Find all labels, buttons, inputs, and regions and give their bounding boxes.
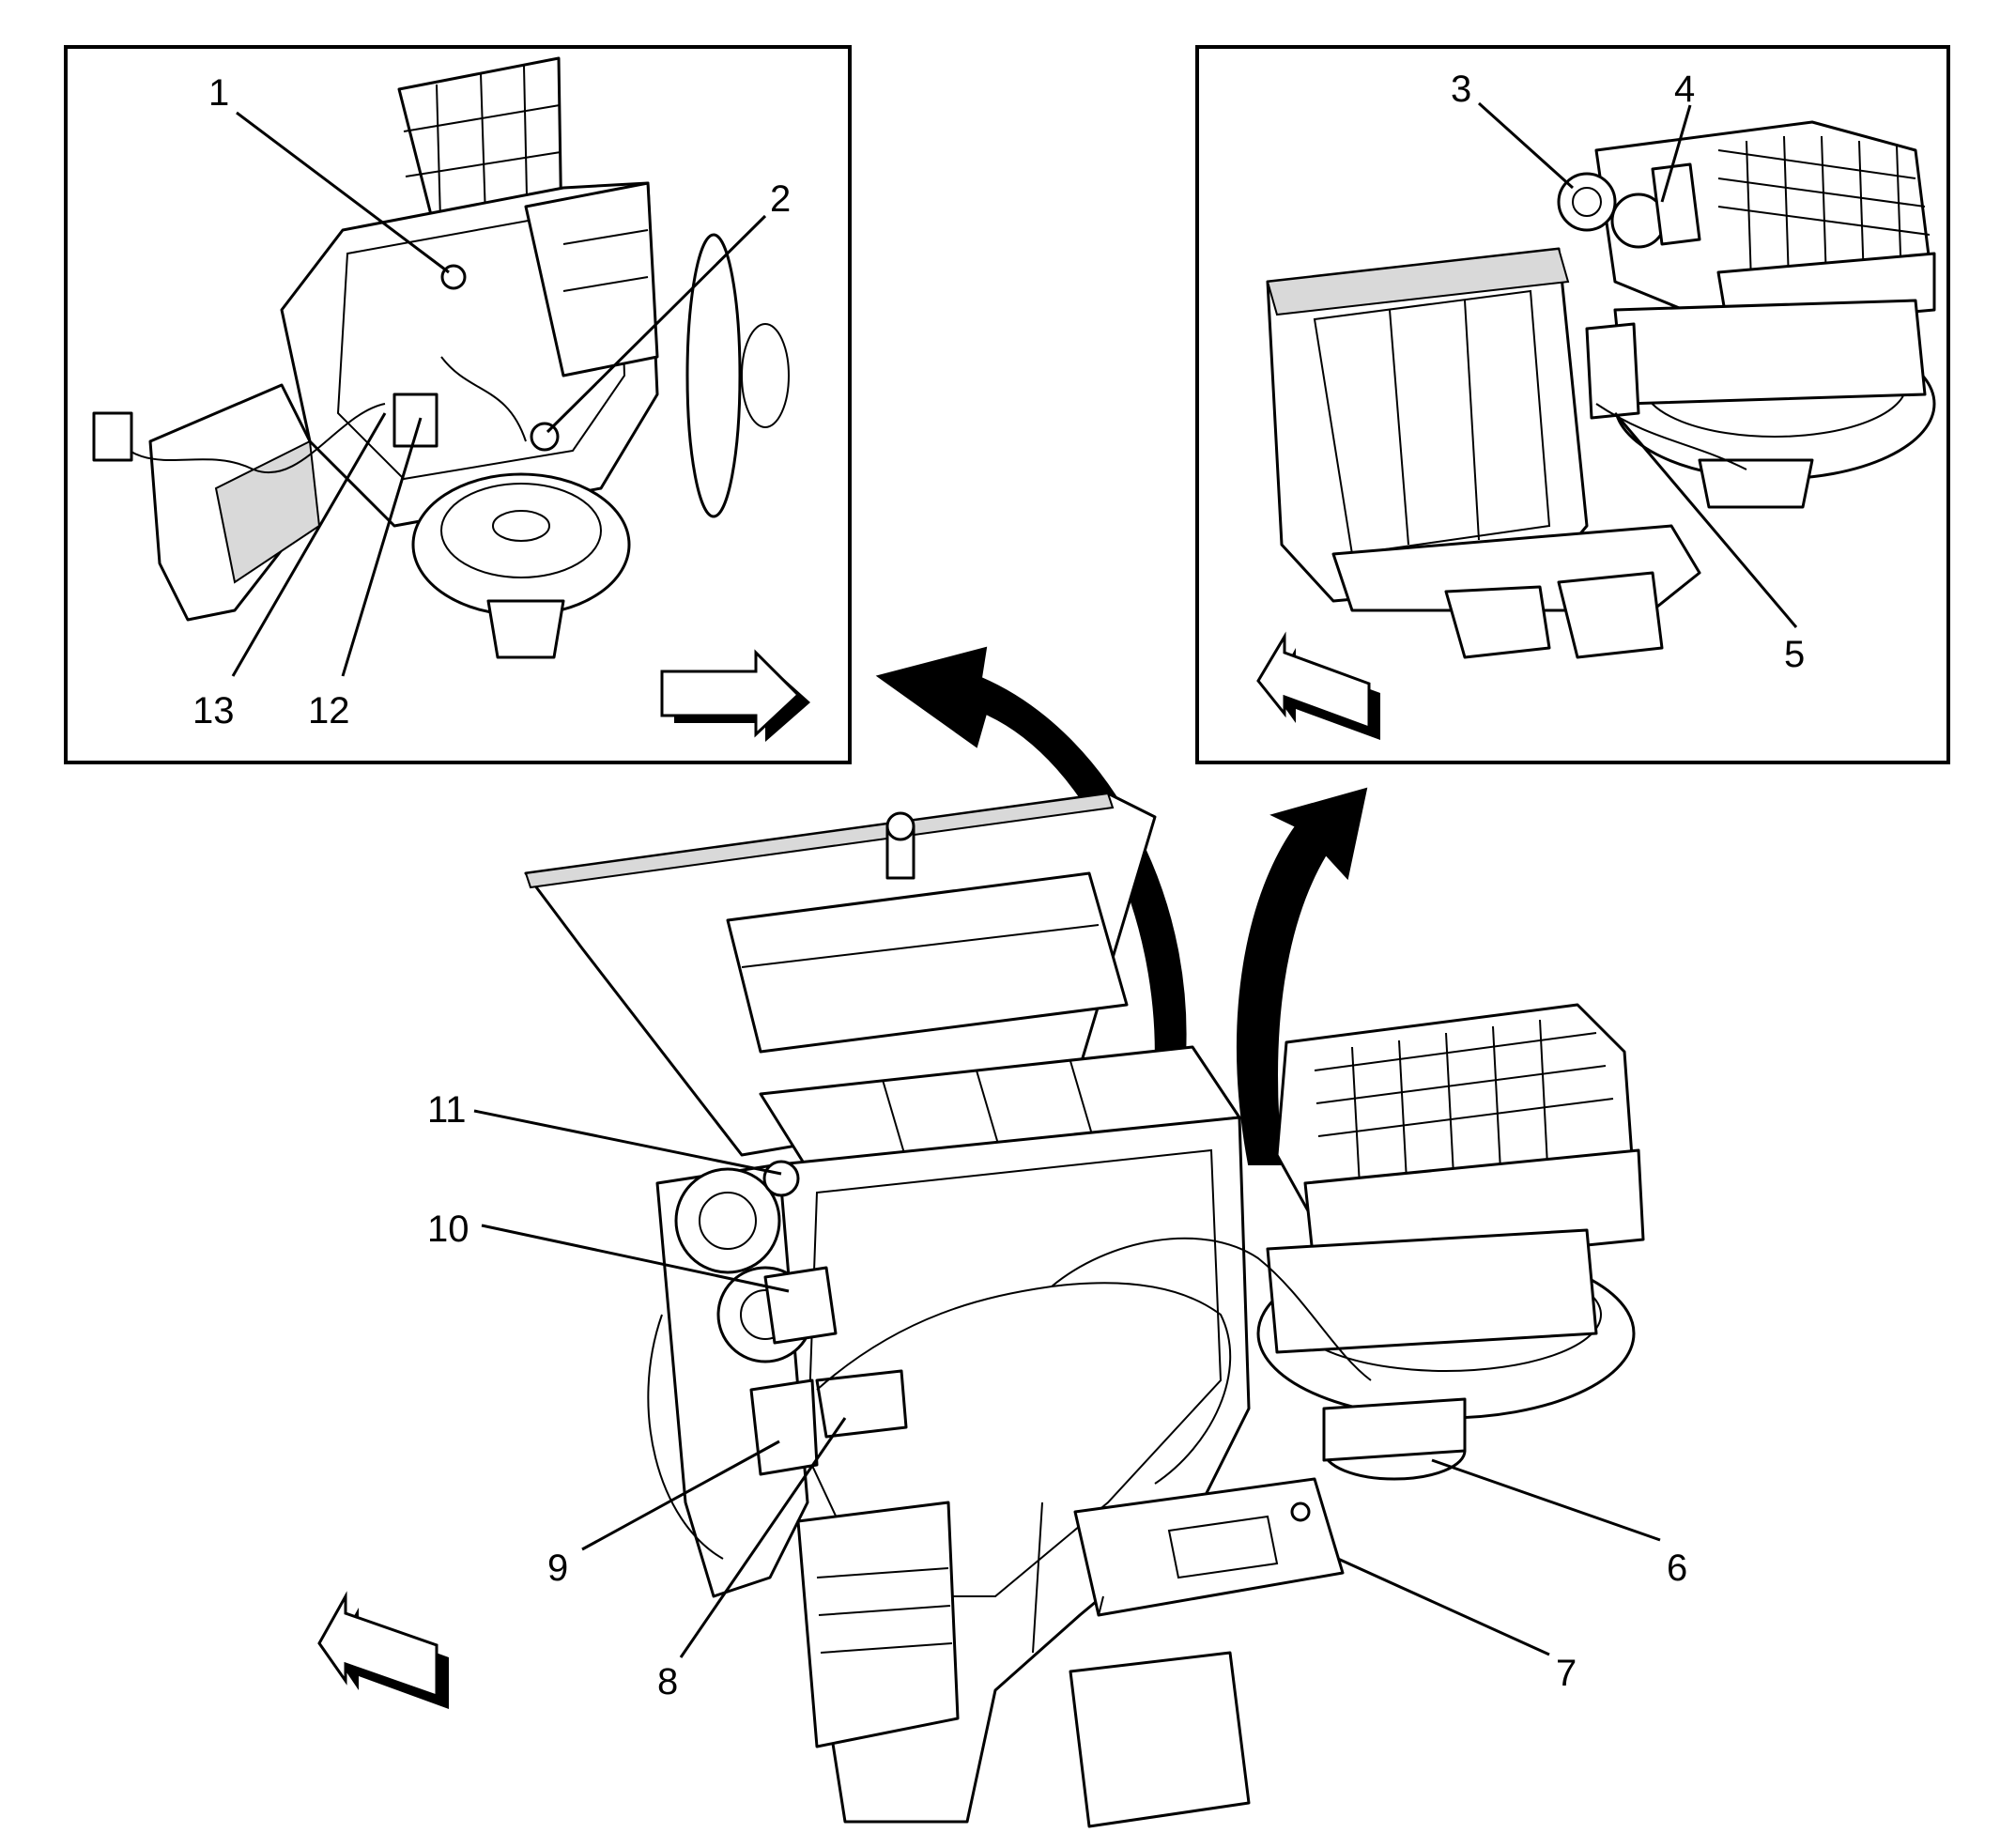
callout-1: 1 [208,72,229,114]
callout-13: 13 [192,690,235,732]
right-inset: 3 4 5 [1195,45,1950,764]
arrow-left-icon [1256,631,1380,740]
callout-10: 10 [427,1209,469,1250]
right-inset-duct-housing [1266,247,1701,659]
leader-13 [231,412,387,677]
callout-2: 2 [770,178,791,220]
leader-3 [1477,101,1575,190]
arrow-right-icon [660,649,810,742]
blower-control-module [1073,1477,1345,1617]
main-hvac-module: 11 10 9 8 6 7 [317,792,1687,1828]
callout-7: 7 [1556,1653,1577,1694]
callout-8: 8 [657,1661,678,1702]
leader-4 [1660,104,1692,203]
leader-1 [236,111,450,274]
leader-10 [481,1224,790,1293]
leader-2 [546,214,767,434]
main-actuators [749,1160,908,1476]
left-inset-hvac-housing [148,181,790,622]
right-inset-blower-housing [1585,299,1936,509]
leader-6 [1431,1458,1661,1542]
callout-5: 5 [1784,634,1805,675]
callout-12: 12 [308,690,350,732]
callout-6: 6 [1667,1548,1687,1589]
callout-3: 3 [1451,69,1471,110]
callout-9: 9 [547,1548,568,1589]
main-wire-harness [816,1237,1372,1485]
left-inset: 1 2 13 12 [64,45,852,764]
leader-9 [581,1440,780,1551]
main-blower-housing [1256,1228,1636,1481]
leader-11 [473,1109,782,1176]
leader-8 [679,1417,847,1658]
arrow-left-icon [317,1591,449,1709]
left-inset-blower-motor [411,472,631,659]
leader-12 [341,417,423,677]
callout-11: 11 [427,1089,467,1131]
curved-arrow-icon [1237,787,1368,1165]
leader-7 [1337,1557,1550,1656]
callout-4: 4 [1674,69,1695,110]
leader-5 [1613,412,1798,628]
